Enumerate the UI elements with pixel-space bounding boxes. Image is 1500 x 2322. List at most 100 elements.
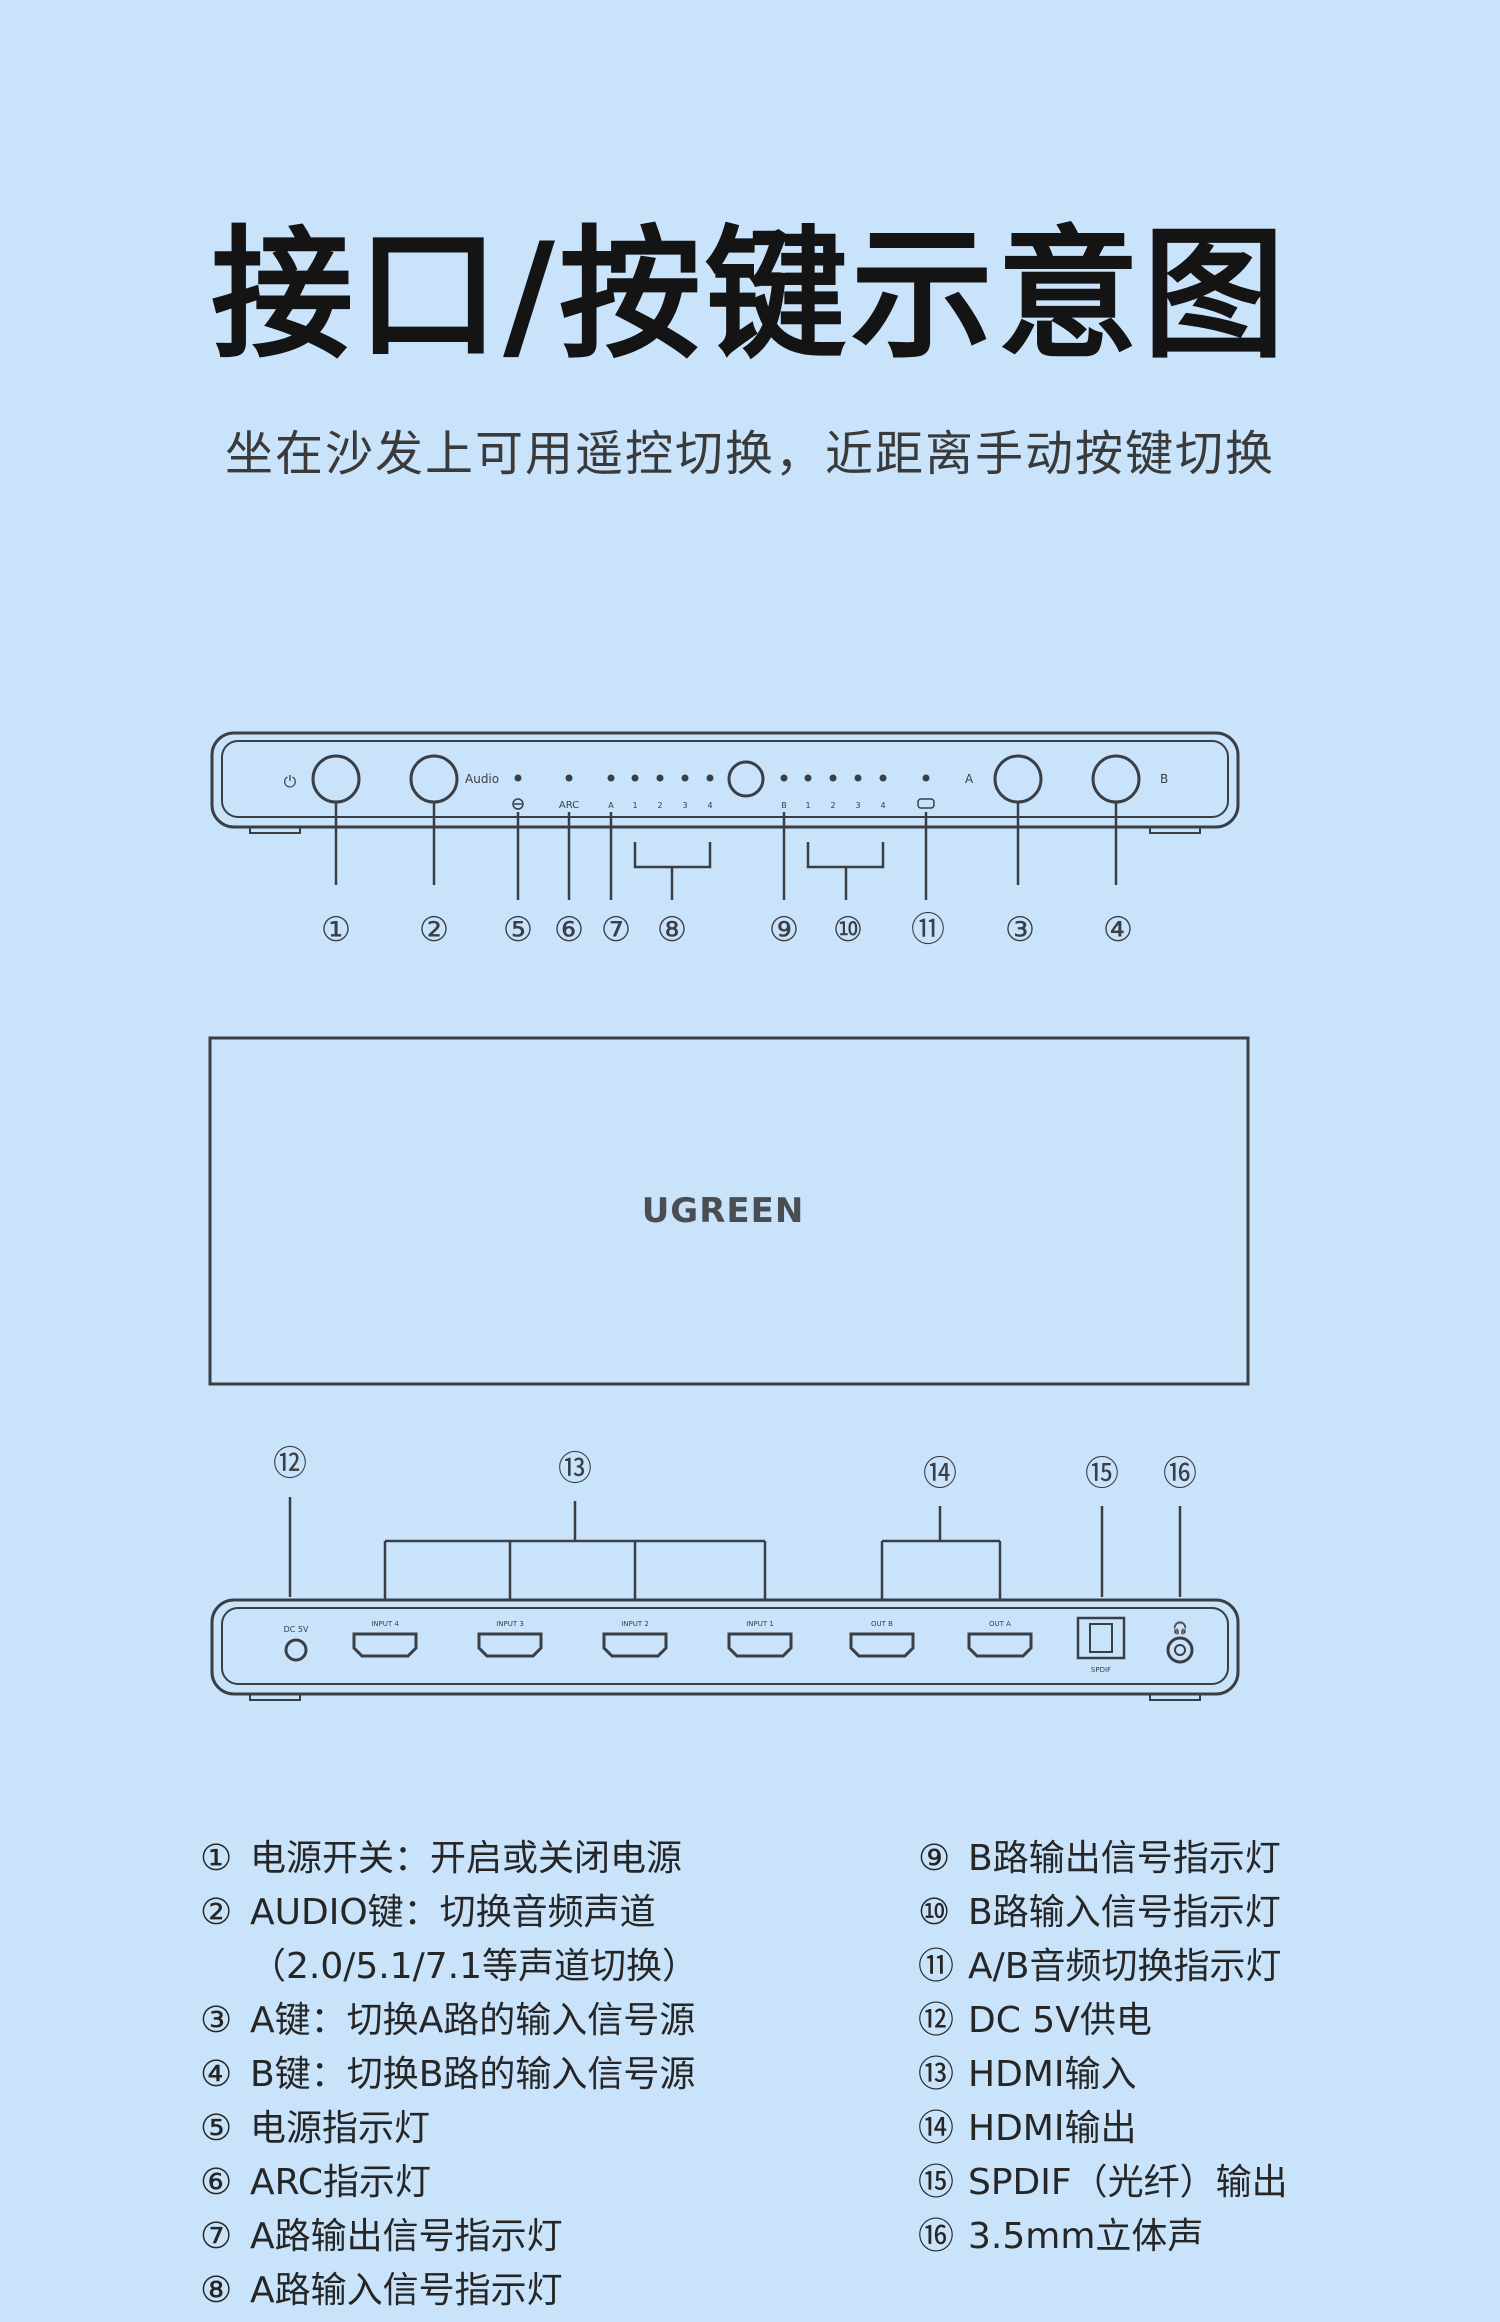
led-in-b-2 [829, 774, 837, 782]
label-in-b-2: 2 [830, 801, 835, 810]
legend-item: （2.0/5.1/7.1等声道切换） [200, 1940, 698, 1994]
legend-number: ⑧ [200, 2270, 233, 2311]
legend-text: （2.0/5.1/7.1等声道切换） [250, 1946, 699, 1987]
legend-text: HDMI输出 [968, 2108, 1137, 2149]
led-in-a-4 [706, 774, 714, 782]
hdmi-port-out-b[interactable] [849, 1632, 915, 1658]
led-in-a-1 [631, 774, 639, 782]
a-button[interactable] [993, 754, 1043, 804]
led-out-a [607, 774, 615, 782]
label-in-b-3: 3 [855, 801, 860, 810]
legend-text: SPDIF（光纤）输出 [968, 2162, 1288, 2203]
led-in-b-4 [879, 774, 887, 782]
callout-11: ⑪ [911, 910, 945, 950]
front-foot-right [1149, 827, 1201, 834]
audio-jack-35mm[interactable] [1166, 1636, 1194, 1664]
callout-5: ⑤ [503, 910, 533, 950]
ir-receiver [727, 760, 765, 798]
callout-4: ④ [1103, 910, 1133, 950]
legend-number: ⑭ [918, 2108, 955, 2149]
callout-1: ① [321, 910, 351, 950]
headphone-icon: 🎧 [1173, 1621, 1188, 1635]
hdmi-port-input-4[interactable] [352, 1632, 418, 1658]
legend-item: ⑯ 3.5mm立体声 [918, 2210, 1288, 2264]
top-view: UGREEN [208, 1036, 1250, 1386]
legend-item: ⑥ ARC指示灯 [200, 2156, 698, 2210]
legend-number: ③ [200, 2000, 233, 2041]
legend-item: ⑫ DC 5V供电 [918, 1994, 1288, 2048]
legend-number: ⑮ [918, 2162, 955, 2203]
dc-jack[interactable] [284, 1638, 308, 1662]
legend-text: DC 5V供电 [968, 2000, 1152, 2041]
b-button[interactable] [1091, 754, 1141, 804]
callout-2: ② [419, 910, 449, 950]
legend-number: ⑥ [200, 2162, 233, 2203]
rear-foot-left [249, 1694, 301, 1701]
legend-text: A路输入信号指示灯 [250, 2270, 563, 2311]
hdmi-port-input-1[interactable] [727, 1632, 793, 1658]
legend-text: B路输出信号指示灯 [968, 1838, 1281, 1879]
label-in-a-4: 4 [707, 801, 712, 810]
hdmi-ports: INPUT 4 INPUT 3 INPUT 2 INPUT 1 OUT B OU… [352, 1620, 1033, 1658]
legend-text: B键：切换B路的输入信号源 [250, 2054, 696, 2095]
legend-number: ⑯ [918, 2216, 955, 2257]
power-button[interactable] [311, 754, 361, 804]
legend-number: ④ [200, 2054, 233, 2095]
front-leader-lines [334, 802, 1118, 900]
legend-text: 电源指示灯 [250, 2108, 431, 2149]
legend-number: ⑫ [918, 2000, 955, 2041]
legend-text: HDMI输入 [968, 2054, 1137, 2095]
legend-number: ⑨ [918, 1838, 951, 1879]
callout-13: ⑬ [558, 1449, 592, 1489]
page-title: 接口/按键示意图 [211, 213, 1289, 378]
spdif-port[interactable] [1076, 1616, 1126, 1660]
legend-number: ① [200, 1838, 233, 1879]
front-panel-outer [210, 731, 1240, 829]
rear-panel-inner [221, 1607, 1229, 1685]
hdmi-port-input-3[interactable] [477, 1632, 543, 1658]
callout-8: ⑧ [657, 910, 687, 950]
port-label-input-2: INPUT 2 [621, 1620, 649, 1628]
label-out-a: A [608, 801, 614, 810]
port-label-input-4: INPUT 4 [371, 1620, 399, 1628]
label-in-a-2: 2 [657, 801, 662, 810]
hdmi-port-out-a[interactable] [967, 1632, 1033, 1658]
hdmi-port-input-2[interactable] [602, 1632, 668, 1658]
dc-label: DC 5V [284, 1625, 309, 1634]
audio-button[interactable] [409, 754, 459, 804]
legend-number: ⑩ [918, 1892, 951, 1933]
legend-number: ⑦ [200, 2216, 233, 2257]
port-label-input-1: INPUT 1 [746, 1620, 774, 1628]
label-in-b-1: 1 [805, 801, 810, 810]
legend-text: AUDIO键：切换音频声道 [250, 1892, 656, 1933]
legend-text: ARC指示灯 [250, 2162, 431, 2203]
legend-item: ⑭ HDMI输出 [918, 2102, 1288, 2156]
port-label-out-b: OUT B [871, 1620, 893, 1628]
callout-12: ⑫ [273, 1444, 307, 1484]
audio-switch-symbol-icon [917, 798, 935, 809]
legend-item: ⑨ B路输出信号指示灯 [918, 1832, 1288, 1886]
legend-text: 3.5mm立体声 [968, 2216, 1204, 2257]
rear-panel-outer [210, 1598, 1240, 1696]
audio-label: Audio [465, 772, 499, 786]
rear-leader-lines [288, 1497, 1182, 1600]
legend-text: A路输出信号指示灯 [250, 2216, 563, 2257]
callout-6: ⑥ [554, 910, 584, 950]
callout-10: ⑩ [833, 910, 863, 950]
callout-15: ⑮ [1085, 1454, 1119, 1494]
front-panel-inner [221, 740, 1229, 818]
legend-number: ⑪ [918, 1946, 955, 1987]
a-button-label: A [965, 772, 974, 786]
legend-item: ④ B键：切换B路的输入信号源 [200, 2048, 698, 2102]
arc-label: ARC [559, 800, 579, 811]
callout-3: ③ [1005, 910, 1035, 950]
label-in-a-3: 3 [682, 801, 687, 810]
power-symbol-icon: ⏻ [284, 772, 297, 791]
